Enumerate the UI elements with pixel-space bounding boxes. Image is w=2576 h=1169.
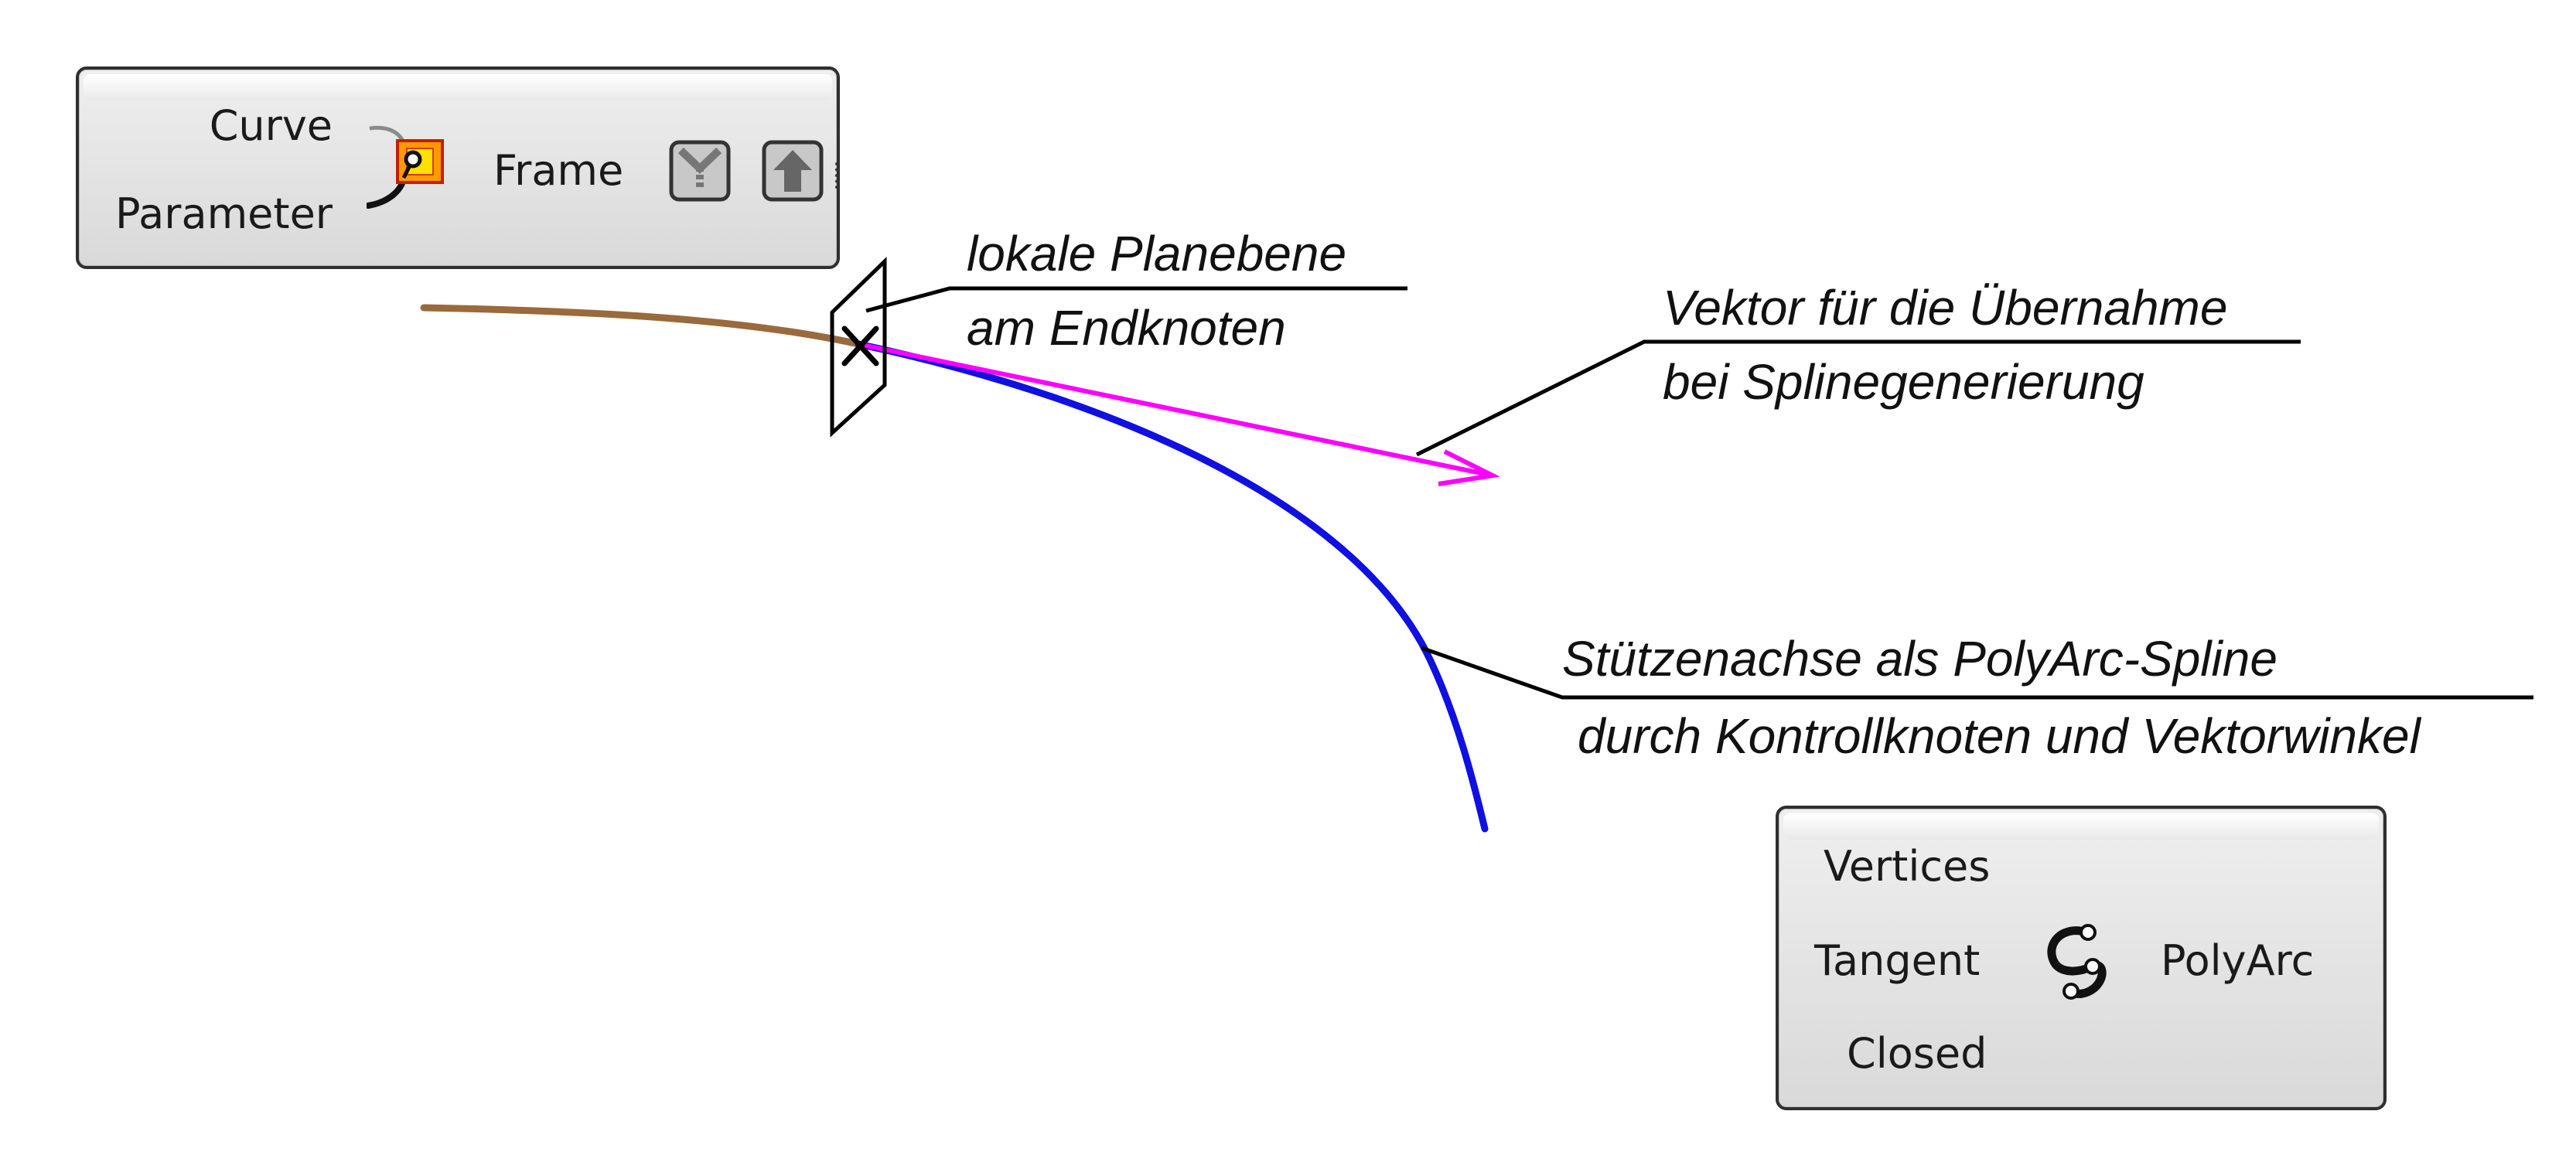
input-port-closed[interactable]: Closed (1847, 1029, 1987, 1078)
input-port-tangent[interactable]: Tangent (1814, 936, 1981, 985)
tangent-vector (858, 342, 1489, 477)
end-node-marker (841, 325, 879, 366)
node-highlight (84, 74, 832, 101)
polyarc-component[interactable]: Vertices Tangent Closed PolyArc (1776, 806, 2387, 1110)
input-port-vertices[interactable]: Vertices (1824, 842, 1991, 891)
output-port-frame[interactable]: Frame (493, 146, 624, 195)
annotation-plane-line2: am Endknoten (967, 300, 1286, 356)
graft-icon[interactable] (668, 139, 732, 203)
input-port-parameter[interactable]: Parameter (115, 189, 333, 238)
input-curve (420, 304, 862, 348)
annotation-spline-line2: durch Kontrollknoten und Vektorwinkel (1578, 708, 2421, 764)
output-overflow-marker (835, 162, 843, 189)
polyarc-spline (855, 340, 1489, 833)
annotation-plane-line1: lokale Planebene (967, 226, 1347, 281)
annotation-vector-line2: bei Splinegenerierung (1663, 354, 2144, 410)
leader-plane (865, 286, 1407, 313)
leader-vector (1415, 339, 2301, 457)
leader-spline (1421, 646, 2533, 700)
input-port-curve[interactable]: Curve (209, 101, 333, 150)
annotation-vector-line1: Vektor für die Übernahme (1663, 280, 2228, 336)
polyarc-icon (2047, 924, 2107, 1000)
flip-up-icon[interactable] (761, 139, 824, 203)
annotation-spline-line1: Stützenachse als PolyArc-Spline (1562, 631, 2277, 687)
node-highlight (1783, 813, 2379, 840)
frame-icon (367, 125, 444, 209)
output-port-polyarc[interactable]: PolyArc (2161, 936, 2315, 985)
local-plane (830, 257, 887, 438)
frame-component[interactable]: Curve Parameter Frame (76, 66, 840, 269)
tangent-vector-arrowhead (1438, 449, 1500, 486)
